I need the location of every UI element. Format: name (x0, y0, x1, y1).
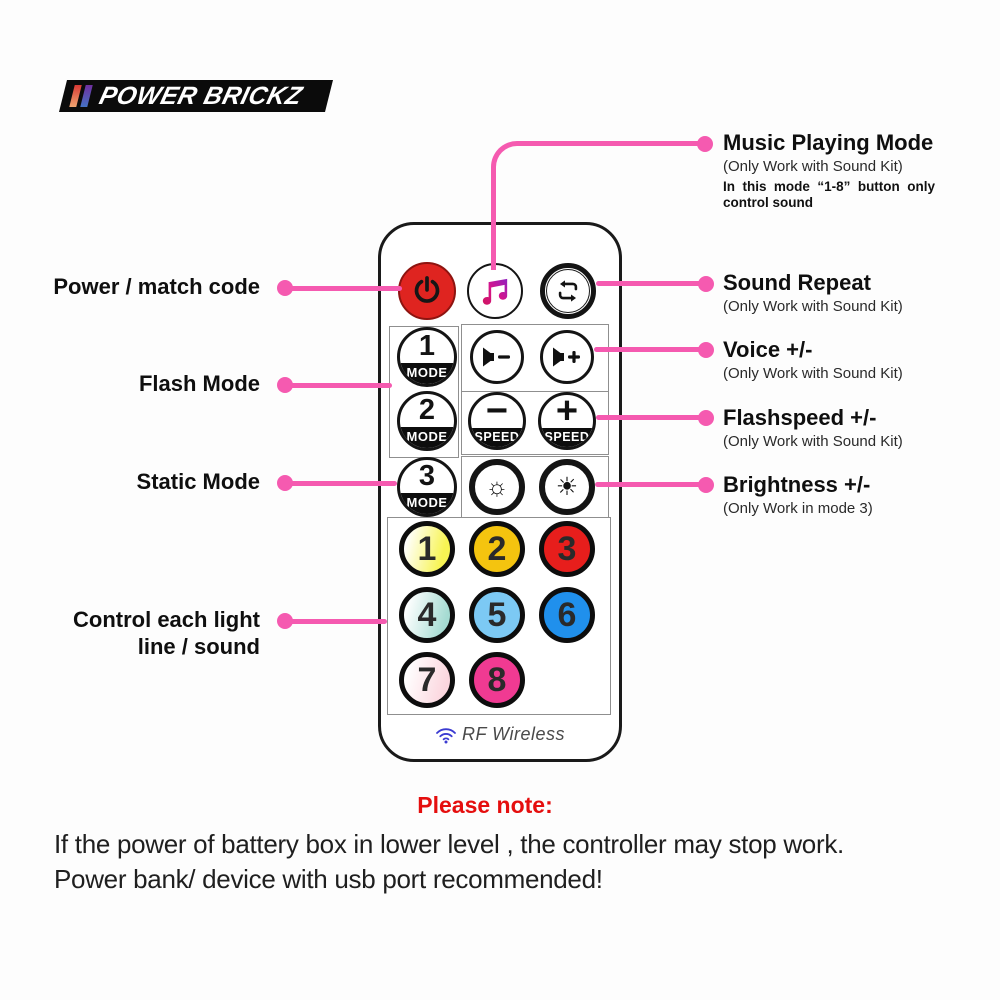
label-music-playing-mode: Music Playing Mode (723, 130, 934, 155)
speed-plus-sign: + (555, 392, 579, 432)
speaker-minus-icon (483, 347, 510, 367)
logo-text: POWER BRICKZ (96, 81, 306, 110)
number-button-5[interactable]: 5 (469, 587, 525, 643)
label-sound-repeat: Sound Repeat (723, 270, 871, 295)
note-music-mode-line2: control sound (723, 195, 813, 210)
label-power-match-code: Power / match code (53, 274, 260, 299)
callout-line-brightness (595, 482, 704, 487)
speed-down-label: SPEED (471, 428, 523, 447)
label-flash-mode: Flash Mode (138, 371, 260, 396)
mode-3-button[interactable]: 3 MODE (397, 457, 457, 517)
sublabel-music-playing-mode: (Only Work with Sound Kit) (723, 158, 903, 175)
speed-up-button[interactable]: + SPEED (538, 392, 596, 450)
number-button-3[interactable]: 3 (539, 521, 595, 577)
number-2-label: 2 (487, 529, 507, 568)
music-mode-button[interactable] (467, 263, 523, 319)
repeat-icon (558, 280, 578, 302)
label-block-voice: Voice +/- (Only Work with Sound Kit) (723, 337, 963, 384)
mode-1-label: MODE (400, 363, 454, 384)
number-8-label: 8 (487, 660, 507, 699)
sublabel-brightness: (Only Work in mode 3) (723, 500, 873, 517)
note-heading: Please note: (417, 792, 553, 818)
callout-line-static (284, 481, 397, 486)
callout-line-control (284, 619, 387, 624)
label-voice: Voice +/- (723, 337, 813, 362)
logo-stripe-blue (80, 85, 93, 107)
brightness-down-button[interactable]: ☼ (469, 459, 525, 515)
sublabel-voice: (Only Work with Sound Kit) (723, 365, 903, 382)
label-control-each-light: Control each light line / sound (0, 606, 260, 660)
mode-3-label: MODE (400, 493, 454, 514)
remote-control: 1 MODE 2 MODE 3 MODE − (378, 222, 622, 762)
sun-dim-icon: ☼ (485, 472, 509, 501)
number-button-6[interactable]: 6 (539, 587, 595, 643)
callout-line-flash (284, 383, 392, 388)
label-control-line2: line / sound (137, 634, 260, 659)
mode-2-label: MODE (400, 427, 454, 448)
callout-line-power (284, 286, 402, 291)
number-1-label: 1 (417, 529, 437, 568)
number-3-label: 3 (557, 529, 577, 568)
speed-down-button[interactable]: − SPEED (468, 392, 526, 450)
brightness-up-button[interactable]: ☀ (539, 459, 595, 515)
label-block-music-playing-mode: Music Playing Mode (Only Work with Sound… (723, 130, 963, 211)
callout-dot-power (277, 280, 293, 296)
number-7-label: 7 (417, 660, 437, 699)
sound-repeat-button[interactable] (540, 263, 596, 319)
callout-line-voice (594, 347, 704, 352)
rf-wireless-label: RF Wireless (461, 724, 565, 744)
wifi-icon (436, 727, 456, 743)
callout-dot-flash (277, 377, 293, 393)
label-brightness: Brightness +/- (723, 472, 871, 497)
callout-dot-music (697, 136, 713, 152)
callout-dot-static (277, 475, 293, 491)
number-button-7[interactable]: 7 (399, 652, 455, 708)
label-static-mode: Static Mode (136, 469, 260, 494)
rf-wireless-row: RF Wireless (381, 724, 619, 745)
volume-up-button[interactable] (540, 330, 594, 384)
callout-line-sound-repeat (596, 281, 704, 286)
mode-1-button[interactable]: 1 MODE (397, 327, 457, 387)
number-6-label: 6 (557, 595, 577, 634)
sublabel-sound-repeat: (Only Work with Sound Kit) (723, 298, 903, 315)
label-control-line1: Control each light (73, 607, 260, 632)
mode-1-number: 1 (418, 330, 436, 362)
number-4-label: 4 (417, 595, 437, 634)
brand-logo: POWER BRICKZ (59, 80, 333, 112)
callout-line-music (491, 141, 709, 270)
repeat-button-ring (546, 269, 590, 313)
power-button[interactable] (398, 262, 456, 320)
number-button-2[interactable]: 2 (469, 521, 525, 577)
sublabel-flashspeed: (Only Work with Sound Kit) (723, 433, 903, 450)
number-button-1[interactable]: 1 (399, 521, 455, 577)
speaker-plus-icon (553, 347, 580, 367)
number-button-4[interactable]: 4 (399, 587, 455, 643)
power-icon (414, 276, 440, 303)
note-line1: If the power of battery box in lower lev… (54, 829, 844, 859)
mode-2-button[interactable]: 2 MODE (397, 391, 457, 451)
sun-bright-icon: ☀ (555, 472, 579, 501)
music-note-icon (482, 278, 508, 305)
label-block-flashspeed: Flashspeed +/- (Only Work with Sound Kit… (723, 405, 963, 452)
callout-dot-control (277, 613, 293, 629)
label-block-brightness: Brightness +/- (Only Work in mode 3) (723, 472, 963, 519)
number-button-8[interactable]: 8 (469, 652, 525, 708)
label-flashspeed: Flashspeed +/- (723, 405, 877, 430)
mode-3-number: 3 (418, 460, 436, 492)
label-block-sound-repeat: Sound Repeat (Only Work with Sound Kit) (723, 270, 963, 317)
volume-down-button[interactable] (470, 330, 524, 384)
callout-dot-sound-repeat (698, 276, 714, 292)
callout-dot-brightness (698, 477, 714, 493)
note-line2: Power bank/ device with usb port recomme… (54, 864, 603, 894)
speed-up-label: SPEED (541, 428, 593, 447)
number-5-label: 5 (487, 595, 507, 634)
speed-minus-sign: − (485, 392, 509, 432)
callout-dot-voice (698, 342, 714, 358)
mode-2-number: 2 (418, 394, 436, 426)
note-text: If the power of battery box in lower lev… (54, 827, 974, 897)
note-music-mode-line1: In this mode “1-8” button only (723, 179, 935, 194)
callout-dot-flashspeed (698, 410, 714, 426)
callout-line-flashspeed (596, 415, 704, 420)
